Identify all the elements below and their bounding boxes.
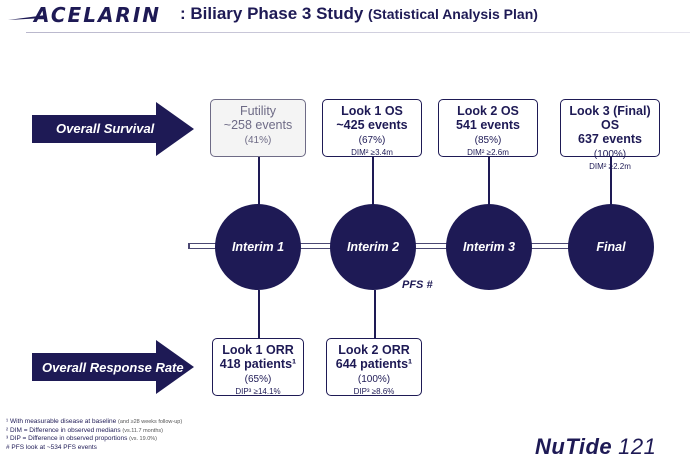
look1-orr-box: Look 1 ORR 418 patients¹ (65%) DIP³ ≥14.…: [212, 338, 304, 396]
overall-response-rate-arrow: [32, 340, 194, 394]
title-main: : Biliary Phase 3 Study: [180, 4, 364, 23]
pfs-look-label: PFS #: [402, 279, 433, 291]
look1-os-dim: DIM² ≥3.4m: [351, 148, 393, 157]
look2-orr-percent: (100%): [357, 374, 391, 385]
look3-os-events: 637 events: [578, 132, 642, 146]
look3-os-percent: (100%): [593, 149, 627, 160]
interim-1-circle: Interim 1: [215, 204, 301, 290]
footnote-3: ³ DIP = Difference in observed proportio…: [6, 435, 157, 442]
title-subtitle: (Statistical Analysis Plan): [368, 6, 538, 22]
look2-os-title: Look 2 OS: [457, 104, 519, 118]
final-label: Final: [596, 240, 626, 254]
interim-1-label: Interim 1: [231, 240, 285, 254]
look1-os-box: Look 1 OS ~425 events (67%) DIM² ≥3.4m: [322, 99, 422, 157]
interim-3-circle: Interim 3: [446, 204, 532, 290]
look2-os-percent: (85%): [474, 135, 502, 146]
header-divider: [26, 32, 690, 33]
connector-look1-os: [372, 157, 374, 207]
look1-orr-dip: DIP³ ≥14.1%: [235, 387, 281, 396]
futility-events: ~258 events: [223, 118, 293, 132]
look2-orr-dip: DIP³ ≥8.6%: [353, 387, 395, 396]
overall-survival-arrow: [32, 102, 194, 156]
futility-title: Futility: [239, 104, 277, 118]
footnote-1: ¹ With measurable disease at baseline (a…: [6, 418, 183, 425]
interim-2-circle: Interim 2: [330, 204, 416, 290]
connector-look3-os: [610, 157, 612, 207]
acelarin-logo: ACELARIN: [34, 3, 162, 27]
interim-2-label: Interim 2: [346, 240, 400, 254]
connector-look2-os: [488, 157, 490, 207]
look2-os-dim: DIM² ≥2.6m: [467, 148, 509, 157]
connector-look2-orr: [374, 290, 376, 340]
overall-survival-label: Overall Survival: [56, 121, 155, 136]
look2-os-events: 541 events: [456, 118, 520, 132]
brand-name: NuTide: [535, 434, 613, 459]
header: ACELARIN : Biliary Phase 3 Study (Statis…: [0, 0, 690, 34]
look2-os-box: Look 2 OS 541 events (85%) DIM² ≥2.6m: [438, 99, 538, 157]
look2-orr-box: Look 2 ORR 644 patients¹ (100%) DIP³ ≥8.…: [326, 338, 422, 396]
timeline-start-cap: [188, 243, 190, 249]
footnotes: ¹ With measurable disease at baseline (a…: [6, 418, 182, 452]
look3-os-title: Look 3 (Final) OS: [569, 104, 651, 132]
futility-percent: (41%): [244, 135, 272, 146]
look2-orr-title: Look 2 ORR: [338, 343, 410, 357]
look3-os-dim: DIM² ≥2.2m: [589, 162, 631, 171]
look1-os-percent: (67%): [358, 135, 386, 146]
overall-response-rate-label: Overall Response Rate: [42, 360, 184, 375]
look3-os-box: Look 3 (Final) OS 637 events (100%) DIM²…: [560, 99, 660, 171]
look1-orr-percent: (65%): [244, 374, 272, 385]
page-title: : Biliary Phase 3 Study (Statistical Ana…: [180, 4, 538, 24]
interim-3-label: Interim 3: [462, 240, 516, 254]
look1-orr-title: Look 1 ORR: [222, 343, 294, 357]
connector-look1-orr: [258, 290, 260, 340]
logo-swoosh-icon: [8, 15, 46, 20]
futility-look-box: Futility ~258 events (41%): [210, 99, 306, 157]
brand-number: 121: [618, 434, 657, 459]
connector-futility: [258, 157, 260, 207]
footnote-2: ² DIM = Difference in observed medians (…: [6, 426, 163, 434]
look1-os-events: ~425 events: [336, 118, 408, 132]
look2-orr-patients: 644 patients¹: [335, 357, 413, 371]
look1-os-title: Look 1 OS: [341, 104, 403, 118]
final-circle: Final: [568, 204, 654, 290]
look1-orr-patients: 418 patients¹: [219, 357, 297, 371]
footnote-4: # PFS look at ~534 PFS events: [6, 443, 97, 451]
